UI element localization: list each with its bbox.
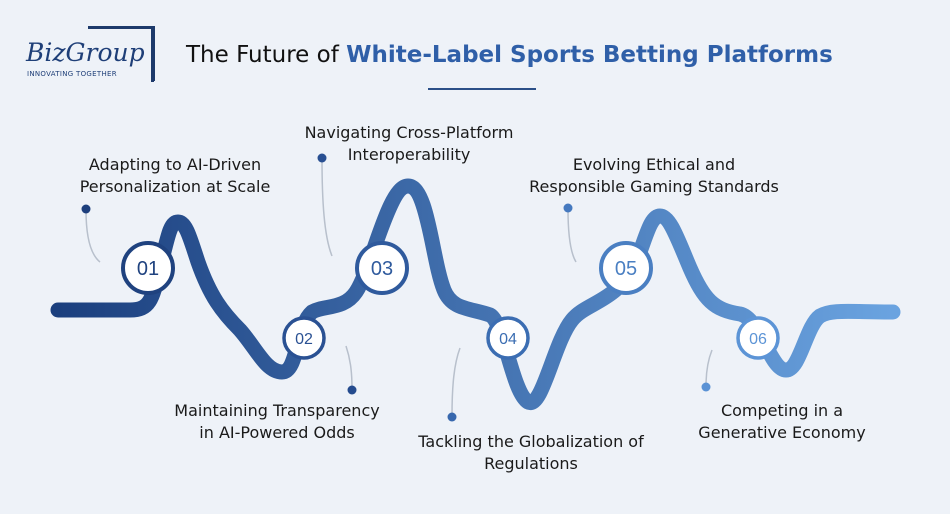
step-badge-02: 02 — [282, 316, 326, 360]
step-badge-06: 06 — [736, 316, 780, 360]
leader-03 — [317, 153, 333, 257]
leader-06 — [701, 349, 713, 392]
title-underline — [428, 88, 536, 90]
step-label-line: Adapting to AI-Driven — [88, 155, 262, 174]
step-label-line: Personalization at Scale — [79, 177, 271, 196]
step-label-06: Competing in a Generative Economy — [698, 400, 865, 444]
step-label-line: Maintaining Transparency — [174, 401, 380, 420]
step-badge-04: 04 — [486, 316, 530, 360]
page-title: The Future of White-Label Sports Betting… — [186, 42, 833, 68]
step-number: 04 — [499, 331, 517, 348]
leader-04 — [447, 347, 461, 422]
logo-frame-side — [151, 26, 154, 82]
page-title-plain: The Future of — [186, 42, 347, 68]
leader-01 — [81, 204, 101, 263]
page-title-accent: White-Label Sports Betting Platforms — [346, 42, 833, 68]
step-label-05: Evolving Ethical and Responsible Gaming … — [529, 154, 779, 198]
step-number: 05 — [615, 258, 637, 280]
step-label-04: Tackling the Globalization of Regulation… — [418, 431, 643, 475]
leader-02 — [345, 345, 357, 395]
step-label-line: Generative Economy — [698, 423, 866, 442]
step-number: 03 — [371, 258, 393, 280]
step-label-line: Evolving Ethical and — [572, 155, 736, 174]
step-label-03: Navigating Cross-Platform Interoperabili… — [305, 122, 514, 166]
timeline-wave — [50, 178, 901, 410]
step-number: 01 — [137, 258, 159, 280]
step-label-line: Interoperability — [347, 145, 471, 164]
step-badge-03: 03 — [355, 241, 409, 295]
step-label-line: in AI-Powered Odds — [199, 423, 355, 442]
step-label-01: Adapting to AI-Driven Personalization at… — [80, 154, 271, 198]
step-badge-01: 01 — [121, 241, 175, 295]
step-label-line: Navigating Cross-Platform — [304, 123, 514, 142]
leader-05 — [563, 203, 577, 263]
step-number: 06 — [749, 331, 767, 348]
step-label-line: Responsible Gaming Standards — [529, 177, 779, 196]
step-label-line: Regulations — [484, 454, 578, 473]
step-number: 02 — [295, 331, 313, 348]
step-badge-05: 05 — [599, 241, 653, 295]
step-label-line: Competing in a — [720, 401, 844, 420]
logo-tagline: INNOVATING TOGETHER — [27, 70, 117, 78]
step-label-line: Tackling the Globalization of — [418, 432, 644, 451]
step-label-02: Maintaining Transparency in AI-Powered O… — [174, 400, 379, 444]
logo-wordmark: BizGroup — [26, 38, 145, 67]
